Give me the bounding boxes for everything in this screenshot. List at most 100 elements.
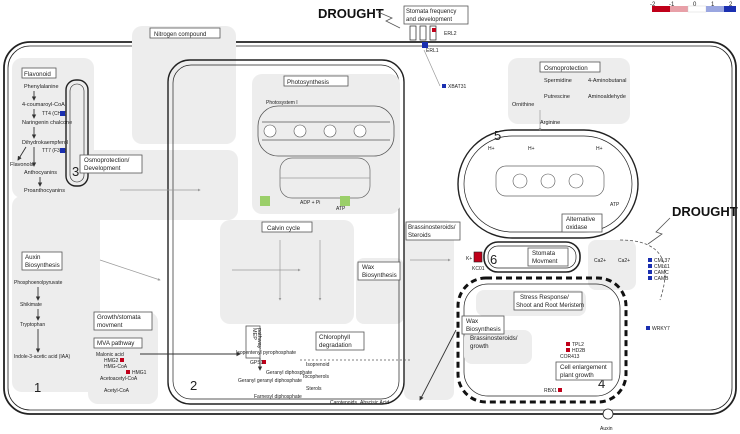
gene-label: HD2B bbox=[572, 348, 586, 354]
nitrogen-header: Nitrogen compound bbox=[154, 32, 206, 38]
metabolite-label: H+ bbox=[528, 146, 535, 152]
mva-header: MVA pathway bbox=[97, 340, 135, 347]
gene-label: TT4 (CHS) bbox=[42, 111, 67, 117]
gene-marker bbox=[566, 348, 570, 352]
gene-label: CML11 bbox=[654, 264, 670, 270]
ion-label: K+ bbox=[466, 256, 472, 262]
metabolite-label: Indole-3-acetic acid (IAA) bbox=[14, 354, 70, 360]
brassino-growth-region bbox=[464, 330, 532, 364]
metabolite-label: Geranyl diphosphate bbox=[266, 370, 312, 376]
metabolite-label: Isopentenyl pyrophosphate bbox=[236, 350, 296, 356]
gene-label: XBAT31 bbox=[448, 84, 466, 90]
metabolite-label: Phenylalanine bbox=[24, 84, 59, 90]
osmoprotection-dev-header-2: Development bbox=[84, 165, 121, 172]
metabolite-label: Geranyl geranyl diphosphate bbox=[238, 378, 302, 384]
chlorophyll-header-1: Chlorophyll bbox=[319, 334, 350, 341]
stress-header-1: Stress Response/ bbox=[520, 294, 569, 301]
metabolite-label: 4-Aminobutanal bbox=[588, 78, 627, 84]
thylakoid-membrane bbox=[257, 105, 395, 206]
growth-stomata-header-1: Growth/stomata bbox=[97, 314, 141, 321]
brassino-growth-label-1: Brassinosteroids/ bbox=[470, 335, 518, 342]
compartment-number: 4 bbox=[598, 376, 605, 391]
gene-label: GPS1 bbox=[250, 360, 264, 366]
gene-marker bbox=[60, 148, 65, 153]
wax-right-header-2: Biosynthesis bbox=[466, 326, 501, 333]
drought-label-top: DROUGHT bbox=[318, 6, 384, 21]
gene-label: COR413 bbox=[560, 354, 580, 360]
metabolite-label: Aminoaldehyde bbox=[588, 94, 626, 100]
legend-tick: -2 bbox=[650, 2, 656, 8]
cell-membrane bbox=[7, 45, 733, 411]
metabolite-label: Malonic acid bbox=[96, 352, 124, 358]
metabolite-label: Carotenoids bbox=[330, 400, 357, 406]
auxin-header-1: Auxin bbox=[25, 254, 41, 261]
metabolite-label: Spermidine bbox=[544, 78, 572, 84]
stomata-movment-header-1: Stomata bbox=[532, 250, 556, 257]
brassino-header-2: Steroids bbox=[408, 232, 431, 239]
kc01-channel bbox=[473, 251, 483, 263]
gene-marker bbox=[262, 360, 266, 364]
metabolite-label: Auxin bbox=[600, 426, 613, 432]
alt-oxidase-header-1: Alternative bbox=[566, 216, 596, 223]
metabolite-label: Acetyl-CoA bbox=[104, 388, 130, 394]
wax-right-header-1: Wax bbox=[466, 318, 479, 325]
erl-receptors: ERL2 ERL1 XBAT31 bbox=[409, 25, 466, 90]
metabolite-label: Shikimate bbox=[20, 302, 42, 308]
nucleus-envelope bbox=[456, 276, 628, 404]
metabolite-label: Acetoacetyl-CoA bbox=[100, 376, 138, 382]
compartment-3 bbox=[65, 79, 89, 187]
alt-oxidase-header-2: oxidase bbox=[566, 224, 588, 231]
gene-label: KC01 bbox=[472, 266, 485, 272]
wax-left-header-1: Wax bbox=[362, 264, 375, 271]
metabolite-label: Dihydrokaempferol bbox=[22, 140, 68, 146]
metabolite-label: Arginine bbox=[540, 120, 560, 126]
gene-label: TPL2 bbox=[572, 342, 584, 348]
photosynthesis-header: Photosynthesis bbox=[287, 79, 329, 86]
auxin-header-2: Biosynthesis bbox=[25, 262, 60, 269]
cell-wall-outer bbox=[3, 41, 737, 415]
mep-header-1: MEP bbox=[251, 328, 257, 340]
calvin-header: Calvin cycle bbox=[267, 225, 301, 232]
metabolite-label: ATP bbox=[336, 206, 346, 212]
stomata-freq-header-2: and development bbox=[406, 17, 452, 23]
color-legend: -2 -1 0 1 2 bbox=[650, 2, 736, 13]
gene-marker bbox=[558, 388, 562, 392]
photosynthesis-region bbox=[252, 74, 400, 214]
auxin-transporter bbox=[602, 408, 614, 420]
gene-marker bbox=[60, 111, 65, 116]
chloroplast-outer bbox=[167, 59, 405, 405]
metabolite-label: HMG-CoA bbox=[104, 364, 128, 370]
metabolite-label: Sterols bbox=[306, 386, 322, 392]
metabolite-label: Isoprenoid bbox=[306, 362, 330, 368]
cell-enlargement-header-1: Cell enlargement bbox=[560, 364, 607, 371]
mitochondrion-outer bbox=[457, 129, 639, 239]
calcium-genes: CML37 CML11 CAMC CAMB WRKY7 bbox=[646, 258, 670, 332]
compartment-number: 1 bbox=[34, 380, 41, 395]
gene-label: WRKY7 bbox=[652, 326, 670, 332]
growth-stomata-header-2: movment bbox=[97, 322, 123, 329]
nitrogen-region bbox=[132, 26, 236, 144]
gene-label: RBX1 bbox=[544, 388, 557, 394]
compartment-number: 2 bbox=[190, 378, 197, 393]
metabolite-label: Abscisic Acid bbox=[360, 400, 389, 406]
gene-marker bbox=[126, 370, 130, 374]
chloroplast-inner bbox=[172, 64, 400, 400]
gene-label: HMG2 bbox=[104, 358, 119, 364]
gene-label: CAMB bbox=[654, 276, 669, 282]
metabolite-label: Proanthocyanins bbox=[24, 188, 65, 194]
metabolite-label: Flavonols bbox=[10, 162, 34, 168]
chlorophyll-header-2: degradation bbox=[319, 342, 352, 349]
gene-label: TT7 (F3'H) bbox=[42, 148, 66, 154]
vacuole-outer bbox=[483, 241, 581, 273]
brassino-header-1: Brassinosteroids/ bbox=[408, 224, 456, 231]
drought-label-right: DROUGHT bbox=[672, 204, 738, 219]
metabolite-label: ADP + Pi bbox=[300, 200, 320, 206]
metabolite-label: Anthocyanins bbox=[24, 170, 57, 176]
legend-tick: 1 bbox=[711, 2, 715, 8]
metabolite-label: Tocopherols bbox=[302, 374, 329, 380]
brassino-growth-label-2: growth bbox=[470, 343, 489, 350]
calvin-region bbox=[220, 220, 354, 324]
gene-marker bbox=[566, 342, 570, 346]
mep-header-2: pathway bbox=[256, 328, 262, 349]
metabolite-label: ATP bbox=[610, 202, 620, 208]
